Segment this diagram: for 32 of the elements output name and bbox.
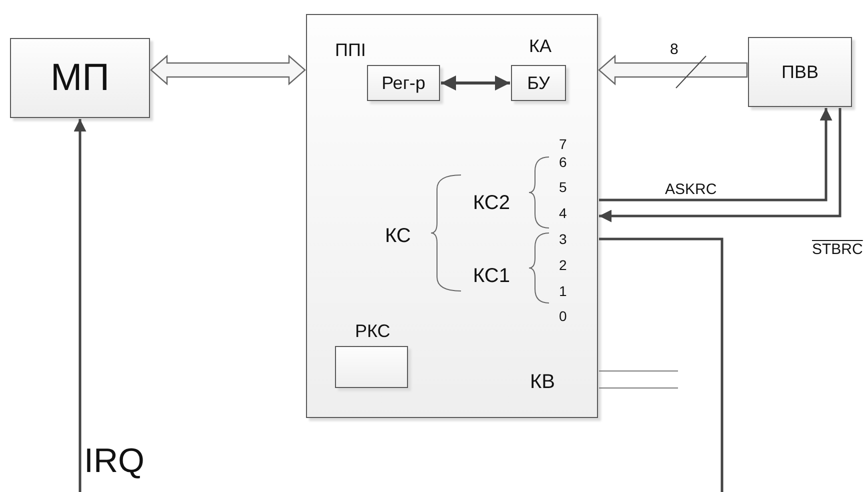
bus-arrow	[598, 54, 748, 86]
pin-number: 6	[559, 155, 567, 169]
pin-number: 1	[559, 284, 567, 298]
signal-label: IRQ	[84, 444, 144, 478]
register-box: Рег-р	[367, 65, 440, 101]
pin-number: 7	[559, 137, 567, 151]
block-title: ППІ	[335, 41, 366, 59]
port-label: КВ	[530, 372, 555, 392]
pin-number: 5	[559, 180, 567, 194]
arrow	[599, 108, 832, 202]
box-title: РКС	[355, 322, 390, 340]
arrow	[441, 76, 510, 90]
block-title: КА	[529, 37, 552, 55]
control-box: БУ	[511, 65, 566, 101]
arrow	[74, 119, 86, 492]
pin-number: 2	[559, 258, 567, 272]
bus-arrow	[150, 54, 306, 86]
device-box: ПВВ	[748, 37, 852, 107]
signal-line	[598, 370, 678, 372]
signal-line	[599, 238, 724, 492]
arrow	[599, 108, 842, 222]
group-label: КС	[385, 226, 411, 246]
group-label: КС2	[473, 193, 510, 213]
signal-label: 8	[670, 42, 678, 57]
pin-number: 0	[559, 309, 567, 323]
signal-label: STBRC	[812, 242, 863, 257]
pin-number: 3	[559, 232, 567, 246]
group-label: КС1	[473, 266, 510, 286]
pin-number: 4	[559, 206, 567, 220]
signal-label: ASKRC	[665, 182, 717, 197]
processor-box: МП	[10, 38, 150, 118]
interface-block	[306, 14, 598, 418]
